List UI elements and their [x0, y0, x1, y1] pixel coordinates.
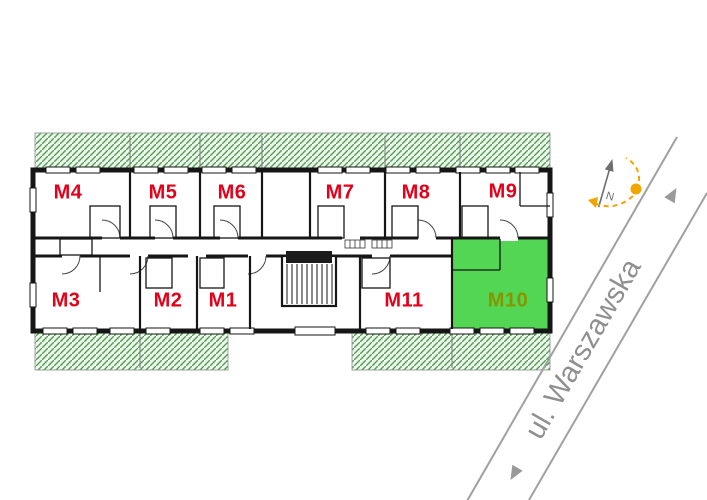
- street-arrow-down-icon: [510, 464, 523, 480]
- unit-label-m5[interactable]: M5: [148, 181, 178, 204]
- interior-walls-bottom: [99, 239, 501, 329]
- north-arrow-icon: N: [588, 157, 642, 208]
- stair-core: [280, 251, 338, 308]
- street-band: [466, 136, 707, 500]
- bathrooms-bottom: [59, 238, 391, 289]
- radiators: [344, 239, 393, 249]
- interior-walls-top: [128, 172, 550, 238]
- unit-label-m8[interactable]: M8: [401, 181, 431, 204]
- unit-label-m10[interactable]: M10: [487, 289, 529, 312]
- unit-label-m2[interactable]: M2: [153, 289, 183, 312]
- unit-label-m3[interactable]: M3: [51, 289, 81, 312]
- unit-label-m4[interactable]: M4: [53, 181, 83, 204]
- unit-m10-area[interactable]: [452, 239, 550, 330]
- north-label: N: [604, 190, 615, 204]
- outer-walls: [29, 166, 554, 336]
- door-arcs: [61, 219, 519, 275]
- unit-label-m6[interactable]: M6: [217, 181, 247, 204]
- unit-label-m11[interactable]: M11: [384, 289, 424, 312]
- unit-label-m1[interactable]: M1: [208, 289, 238, 312]
- bathrooms-top: [89, 205, 489, 239]
- street-arrow-up-icon: [664, 188, 677, 204]
- unit-label-m9[interactable]: M9: [488, 180, 518, 203]
- unit-label-m7[interactable]: M7: [325, 181, 355, 204]
